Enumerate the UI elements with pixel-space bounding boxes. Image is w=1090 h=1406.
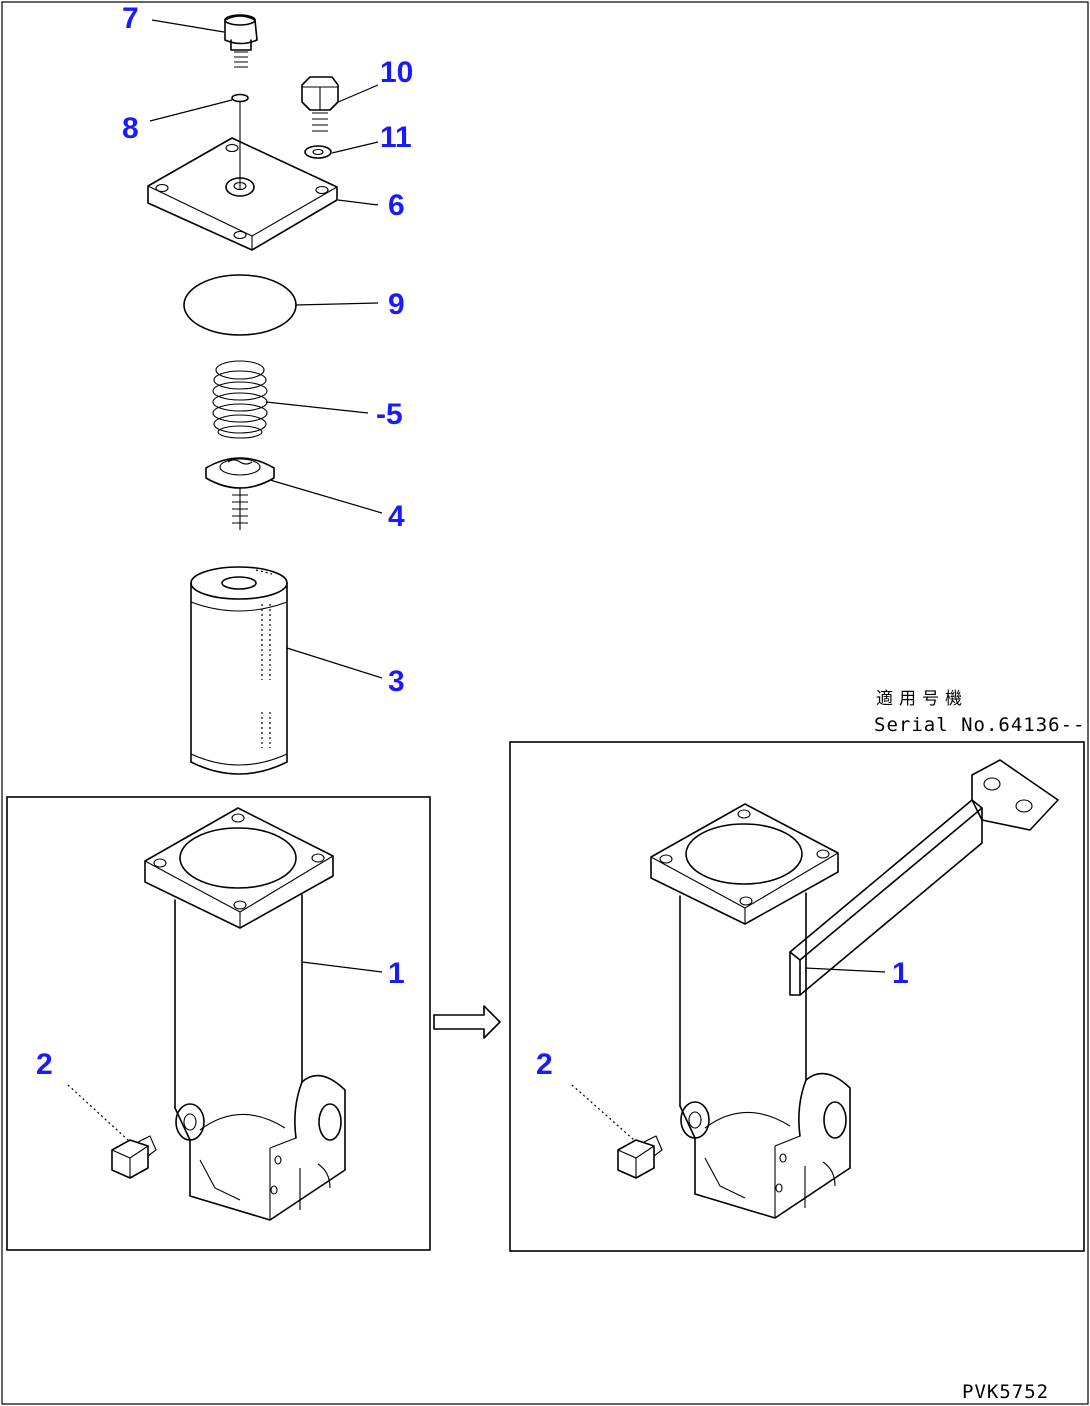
right-assembly-frame <box>509 741 1085 1252</box>
serial-number-note: Serial No.64136-- <box>874 714 1085 736</box>
part-1-filter-case-with-bracket <box>650 759 1059 1219</box>
callout-11: 11 <box>380 121 412 154</box>
callout-6: 6 <box>388 189 405 222</box>
callout-5: -5 <box>376 398 403 431</box>
part-6-cover-plate <box>147 137 338 251</box>
drawing-code: PVK5752 <box>962 1381 1049 1403</box>
callout-4: 4 <box>388 500 405 533</box>
callout-7: 7 <box>122 2 139 35</box>
part-3-filter-element <box>190 566 288 775</box>
part-5-spring <box>212 360 268 439</box>
callout-1-alt: 1 <box>892 957 909 990</box>
part-8-washer <box>231 93 249 190</box>
applicable-units-note: 適用号機 <box>876 689 968 709</box>
part-1-filter-case <box>144 807 346 1221</box>
part-4-valve <box>205 457 275 530</box>
callout-10: 10 <box>380 56 413 89</box>
callout-1: 1 <box>388 957 405 990</box>
callout-3: 3 <box>388 665 405 698</box>
callout-2-alt: 2 <box>536 1048 553 1081</box>
callout-2: 2 <box>36 1048 53 1081</box>
callout-9: 9 <box>388 288 405 321</box>
part-10-bolt <box>301 76 339 132</box>
part-9-o-ring <box>183 274 297 336</box>
callout-8: 8 <box>122 112 139 145</box>
left-assembly-frame <box>6 796 431 1251</box>
leader-lines <box>67 19 886 1141</box>
part-2-plug <box>111 1135 157 1179</box>
part-2-plug-alt <box>617 1135 663 1179</box>
change-arrow-icon <box>433 1005 501 1039</box>
part-7-bolt <box>224 14 258 68</box>
part-11-lock-washer <box>304 145 332 159</box>
